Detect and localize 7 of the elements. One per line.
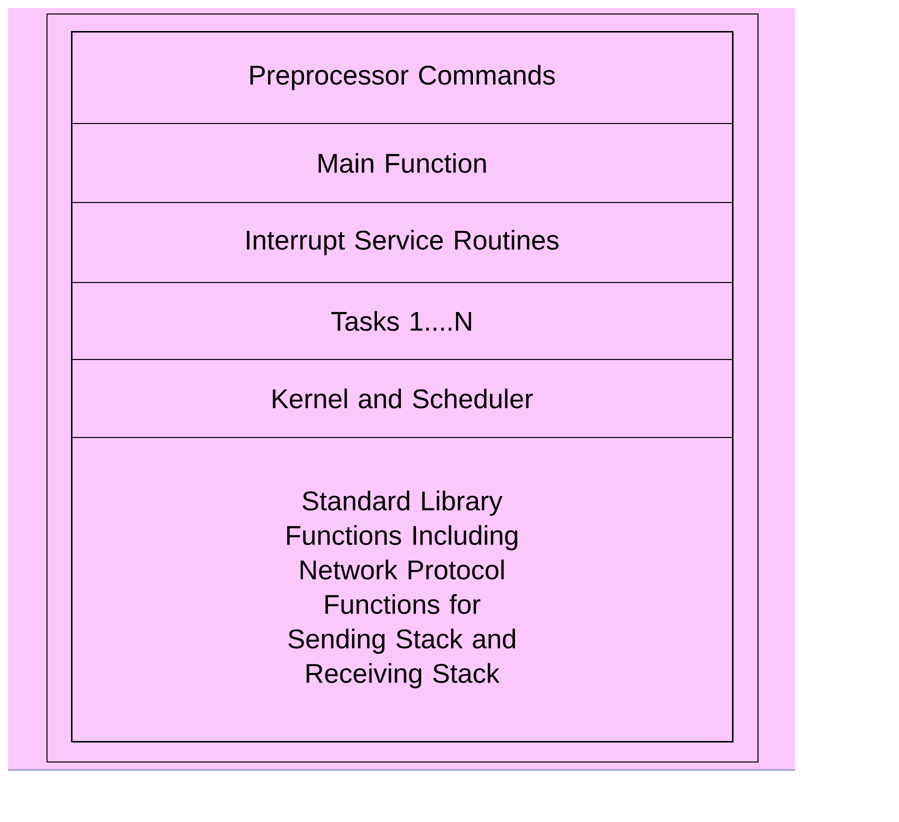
layer-box: Kernel and Scheduler <box>71 359 733 438</box>
layer-box: Preprocessor Commands <box>71 31 733 124</box>
layer-box: Interrupt Service Routines <box>71 202 733 283</box>
layer-box: Main Function <box>71 123 733 203</box>
outer-frame <box>46 14 758 762</box>
layer-box: Standard Library Functions Including Network Protocol Functions for Sending Stack and Receiving Stack <box>71 437 733 742</box>
layer-box: Tasks 1....N <box>71 282 733 360</box>
